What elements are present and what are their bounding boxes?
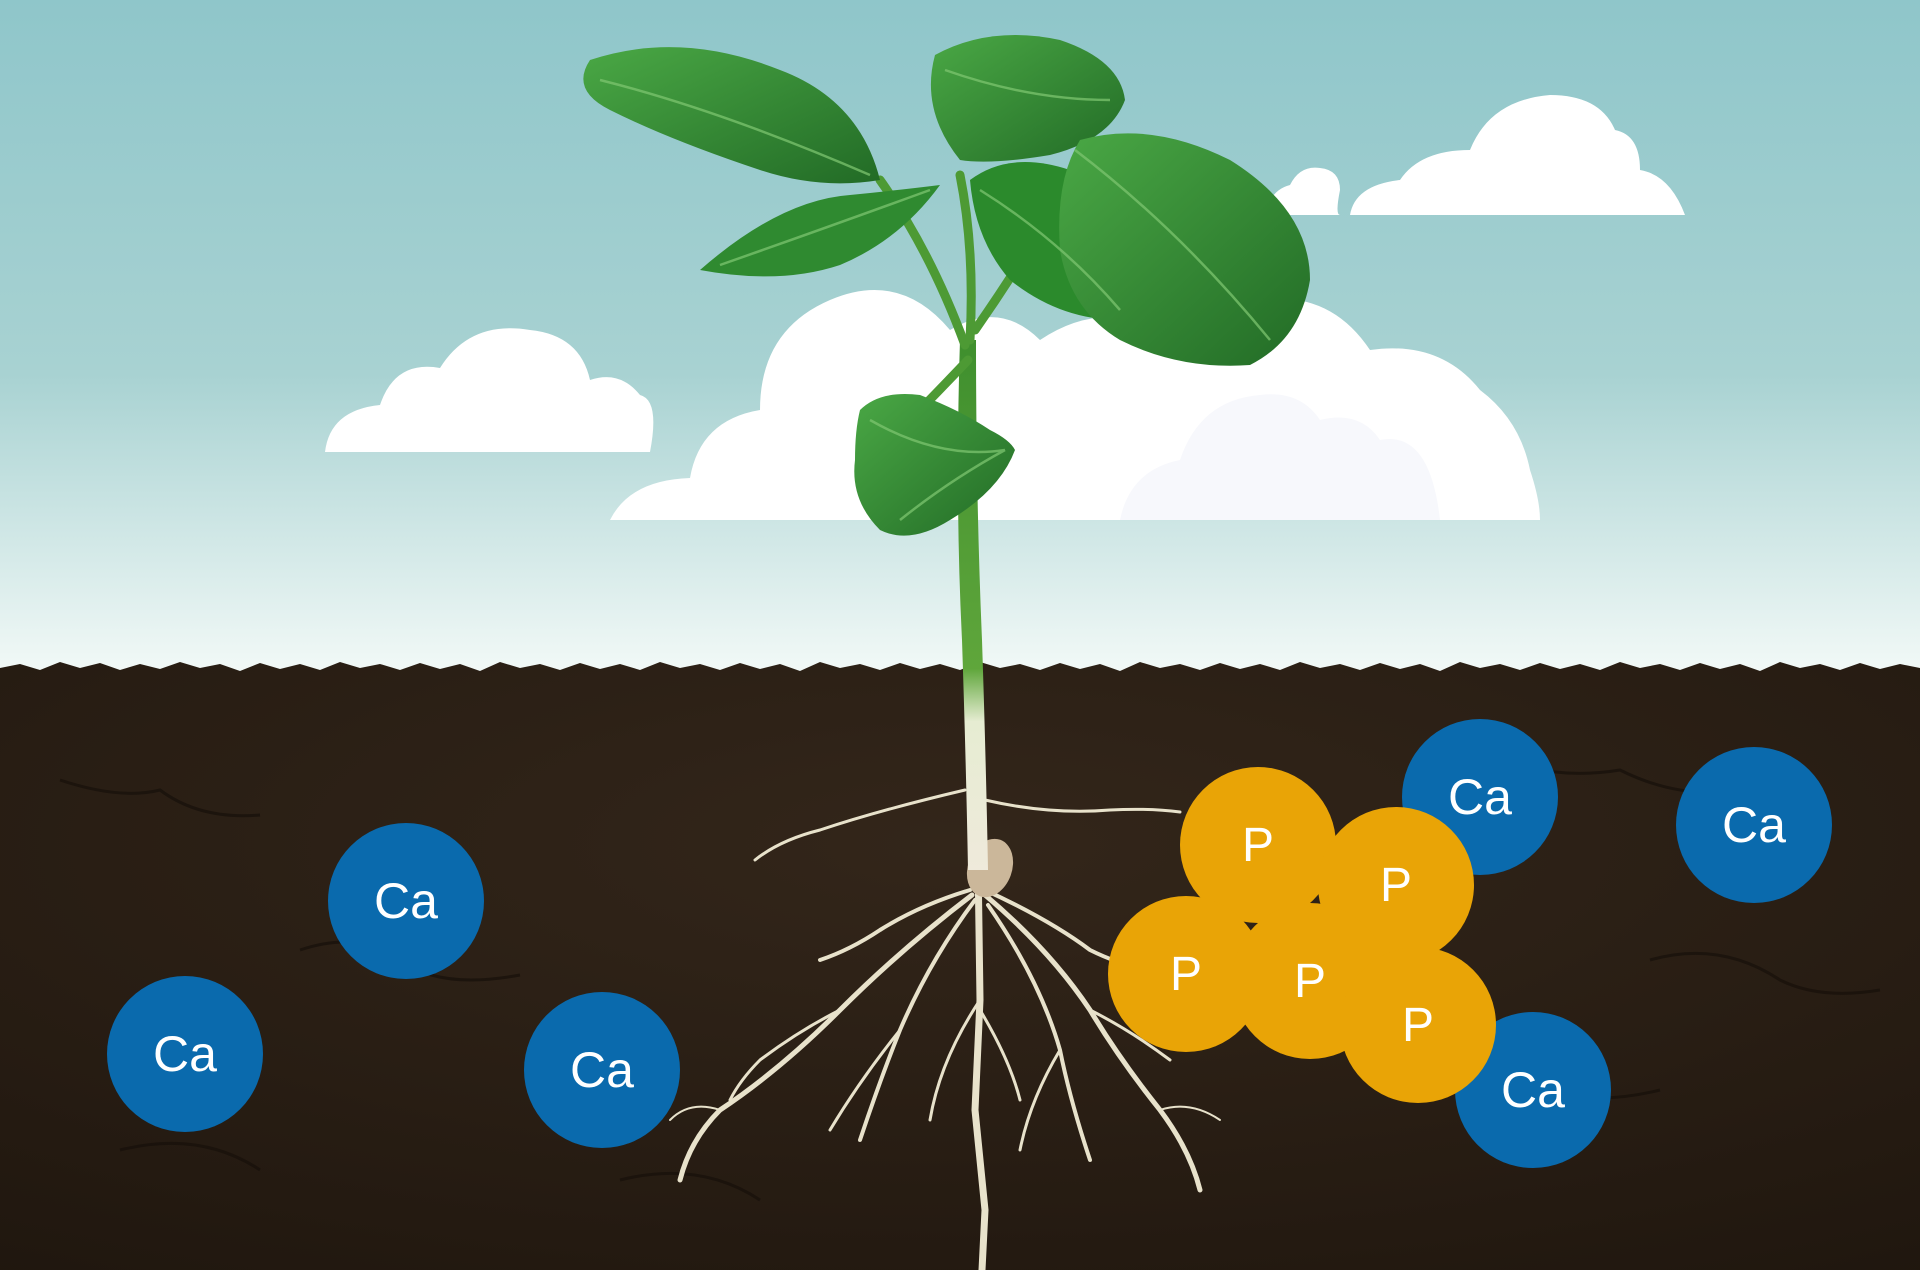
calcium-ion: Ca — [524, 992, 680, 1148]
calcium-ion: Ca — [1676, 747, 1832, 903]
phosphorus-ion: P — [1340, 947, 1496, 1103]
soil-ground — [0, 662, 1920, 1270]
calcium-ion: Ca — [328, 823, 484, 979]
calcium-ion: Ca — [107, 976, 263, 1132]
